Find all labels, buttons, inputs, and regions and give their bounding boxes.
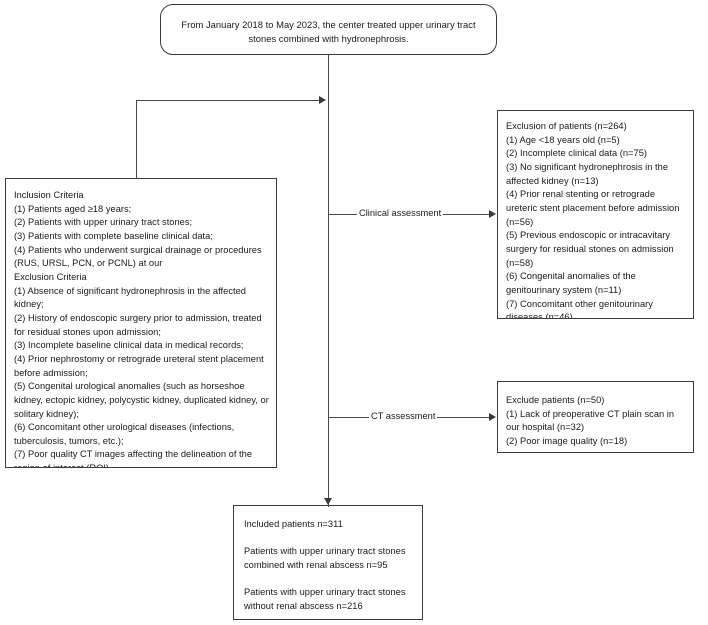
edge-label-clinical-assessment: Clinical assessment [357, 208, 444, 219]
node-included-patients: Included patients n=311 Patients with up… [233, 505, 423, 620]
connector-main-spine [327, 55, 329, 507]
arrowhead-clinical-exclusion [489, 210, 496, 218]
node-source-population: From January 2018 to May 2023, the cente… [160, 4, 497, 55]
connector-criteria-riser [135, 100, 137, 179]
node-inclusion-exclusion-criteria: Inclusion Criteria (1) Patients aged ≥18… [5, 178, 277, 468]
connector-criteria-to-spine [135, 99, 322, 101]
node-exclusion-clinical-assessment: Exclusion of patients (n=264) (1) Age <1… [497, 110, 694, 319]
node-exclusion-ct-assessment: Exclude patients (n=50) (1) Lack of preo… [497, 381, 694, 453]
arrowhead-ct-exclusion [489, 413, 496, 421]
arrowhead-to-included [323, 498, 332, 505]
arrowhead-criteria-to-spine [319, 96, 326, 104]
edge-label-ct-assessment: CT assessment [369, 411, 438, 422]
